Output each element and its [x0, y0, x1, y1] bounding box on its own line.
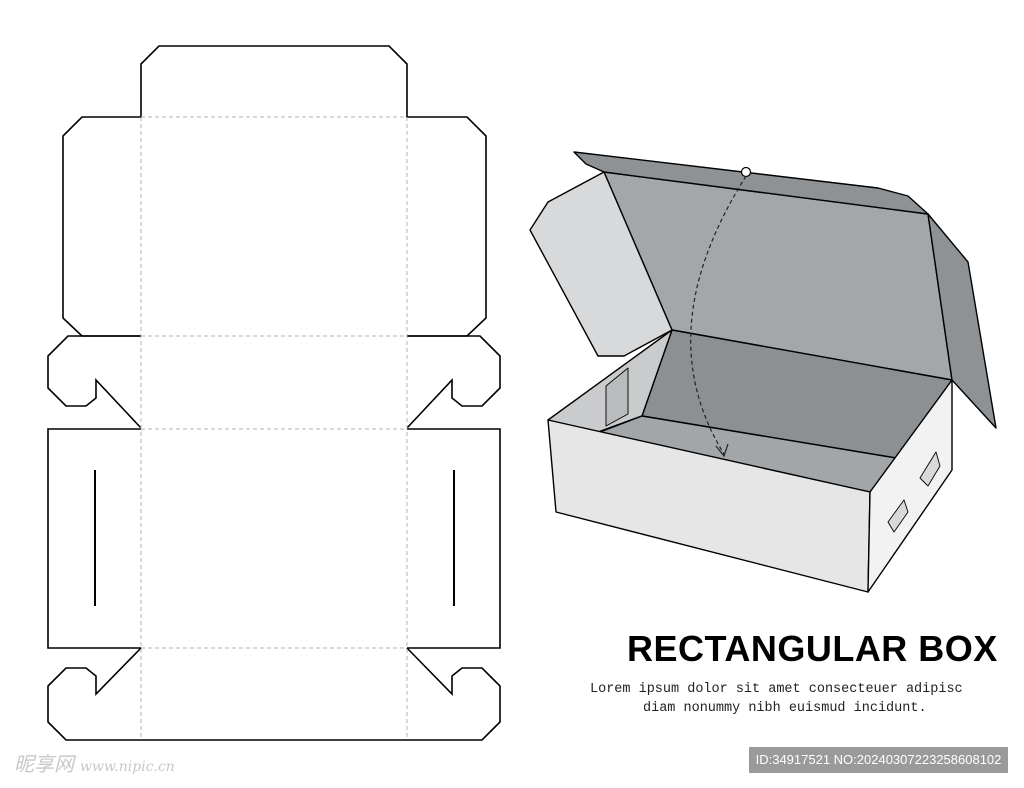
page-title: RECTANGULAR BOX: [627, 628, 998, 669]
dust-flap-upper-right: [406, 335, 501, 429]
dust-flap-lower-left: [47, 647, 142, 741]
handle-cutout-upper: [919, 451, 941, 487]
description-line-1: Lorem ipsum dolor sit amet consecteuer a…: [590, 682, 963, 697]
image-id-badge: ID:34917521 NO:20240307223258608102: [749, 747, 1008, 773]
watermark-url: www.nipic.cn: [80, 759, 175, 775]
handle-cutout-lower: [887, 499, 909, 533]
side-wall-left: [47, 428, 141, 649]
lid-side-flap-left: [62, 116, 141, 337]
lid-right-flap: [927, 213, 997, 429]
lid-side-flap-right: [407, 116, 487, 337]
box-right-wall: [867, 379, 953, 593]
dieline-diagram: [47, 45, 501, 741]
dust-flap-upper-left: [47, 335, 142, 429]
lid-top-edge: [573, 151, 929, 215]
watermark: 昵享网 www.nipic.cn: [14, 748, 175, 777]
lid-flap: [140, 45, 408, 118]
dust-flap-lower-right: [406, 647, 501, 741]
watermark-brand: 昵享网: [14, 752, 74, 776]
side-wall-right: [407, 428, 501, 649]
box-3d-illustration: [529, 151, 997, 593]
description-text: Lorem ipsum dolor sit amet consecteuer a…: [590, 680, 1024, 718]
fold-lines: [140, 116, 408, 740]
fold-arrow-icon: [690, 166, 752, 458]
description-line-2: diam nonummy nibh euismud incidunt.: [643, 701, 927, 716]
